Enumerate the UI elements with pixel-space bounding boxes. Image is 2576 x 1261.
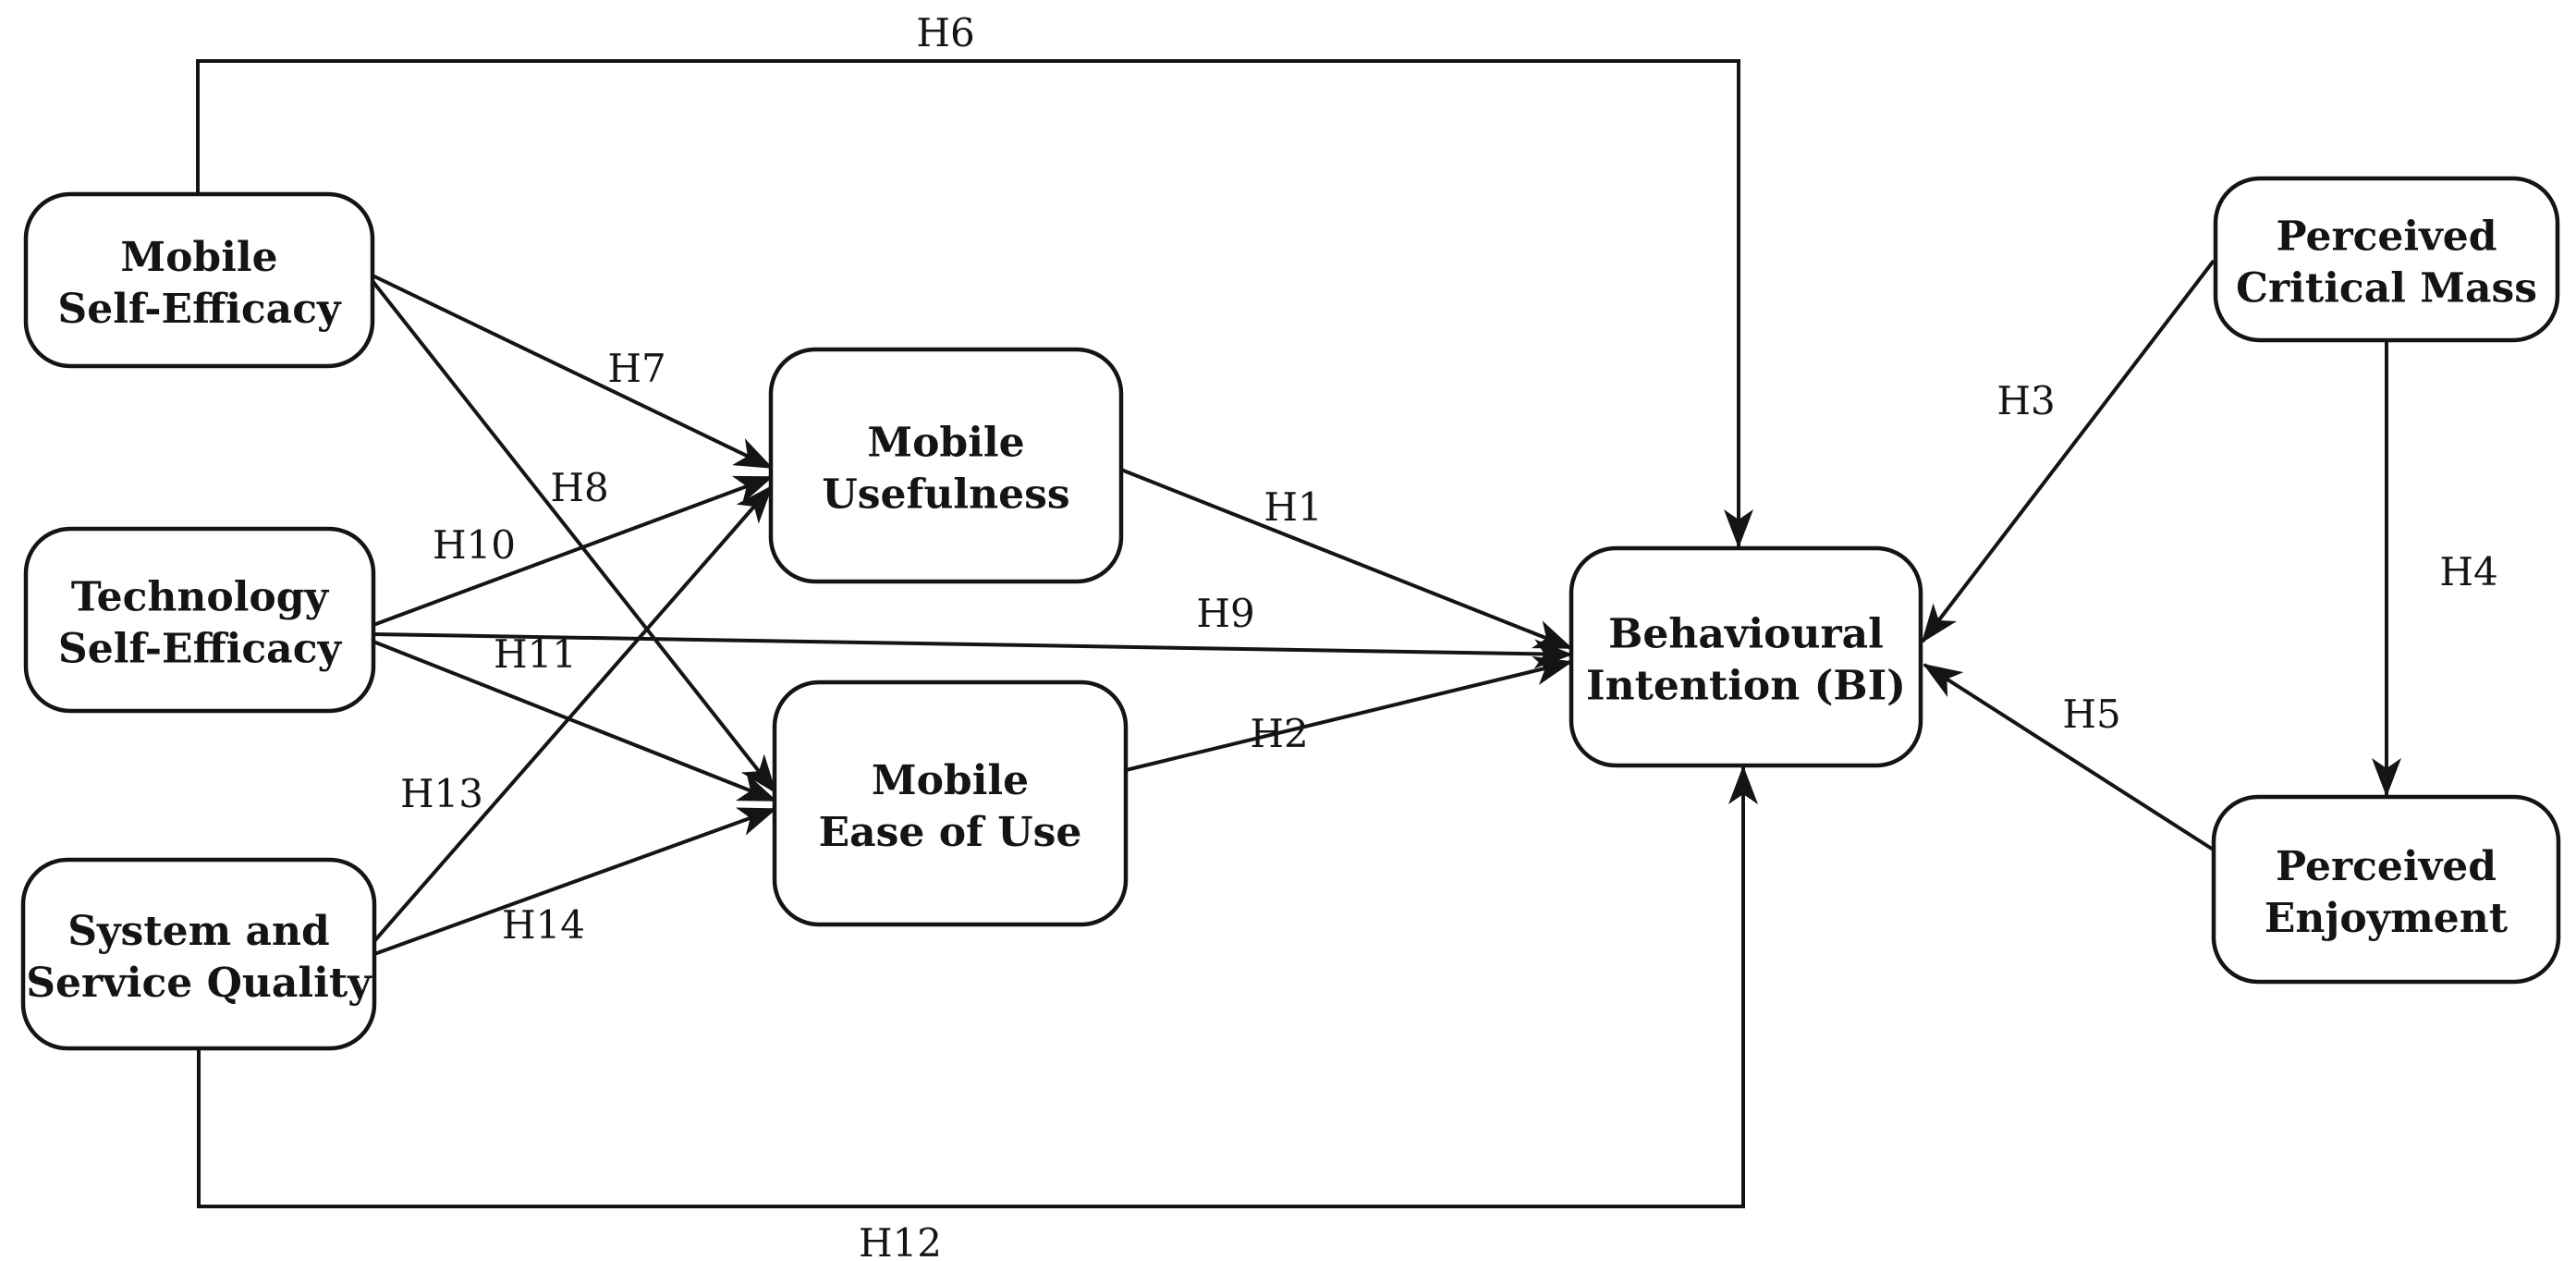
node-label-tse-line-2: Self-Efficacy xyxy=(58,626,343,673)
node-box-meou xyxy=(772,679,1129,927)
edge-H13-arrow xyxy=(372,484,774,943)
edge-H2-arrow xyxy=(1125,655,1573,772)
node-box-tse xyxy=(23,526,376,714)
node-label-pe-line-2: Enjoyment xyxy=(2265,895,2509,942)
node-label-mse-line-2: Self-Efficacy xyxy=(57,286,342,333)
node-label-ssq-line-1: System and xyxy=(67,908,330,955)
node-label-bi-line-2: Intention (BI) xyxy=(1586,663,1906,710)
edge-label-H10: H10 xyxy=(433,522,516,568)
node-label-pcm-line-2: Critical Mass xyxy=(2236,265,2537,312)
edge-H6-arrow xyxy=(196,59,1753,548)
node-label-mu-line-1: Mobile xyxy=(867,420,1024,467)
node-label-mu-line-2: Usefulness xyxy=(822,471,1069,519)
edge-H3-arrow xyxy=(1921,259,2216,643)
edge-label-H6: H6 xyxy=(916,10,974,55)
node-label-pcm-line-1: Perceived xyxy=(2277,214,2497,261)
node-label-tse-line-1: Technology xyxy=(71,574,330,621)
edge-label-H3: H3 xyxy=(1996,378,2055,423)
node-box-ssq xyxy=(20,857,377,1051)
edge-H10-arrow xyxy=(372,475,774,627)
edge-H5-arrow xyxy=(1923,663,2216,852)
edge-H12-arrow xyxy=(197,765,1758,1208)
edge-H1-arrow xyxy=(1120,468,1573,650)
node-label-meou-line-2: Ease of Use xyxy=(819,809,1082,856)
edge-H9-arrow xyxy=(372,632,1573,669)
edge-label-H5: H5 xyxy=(2062,692,2120,737)
node-box-mse xyxy=(23,191,375,369)
edge-H11-arrow xyxy=(372,640,777,802)
edge-H14-arrow xyxy=(373,807,777,956)
node-box-pcm xyxy=(2213,176,2560,343)
edge-label-H13: H13 xyxy=(400,771,483,816)
edge-H7-arrow xyxy=(372,274,774,470)
node-box-bi xyxy=(1569,545,1923,768)
node-box-pe xyxy=(2211,794,2561,985)
node-label-pe-line-1: Perceived xyxy=(2276,843,2497,890)
edge-label-H7: H7 xyxy=(607,346,665,391)
edge-label-H1: H1 xyxy=(1264,484,1322,530)
edge-label-H9: H9 xyxy=(1196,591,1254,636)
edge-label-H14: H14 xyxy=(502,902,585,948)
edge-H8-arrow xyxy=(371,279,777,794)
edge-label-H2: H2 xyxy=(1250,711,1308,756)
node-box-mu xyxy=(768,347,1124,584)
edge-label-H8: H8 xyxy=(550,465,608,510)
edge-label-H12: H12 xyxy=(859,1220,942,1261)
node-label-mse-line-1: Mobile xyxy=(120,234,277,281)
node-label-ssq-line-2: Service Quality xyxy=(26,960,372,1007)
node-label-bi-line-1: Behavioural xyxy=(1608,611,1884,658)
edge-label-H11: H11 xyxy=(494,631,577,677)
node-label-meou-line-1: Mobile xyxy=(872,757,1029,804)
edge-label-H4: H4 xyxy=(2439,549,2497,594)
